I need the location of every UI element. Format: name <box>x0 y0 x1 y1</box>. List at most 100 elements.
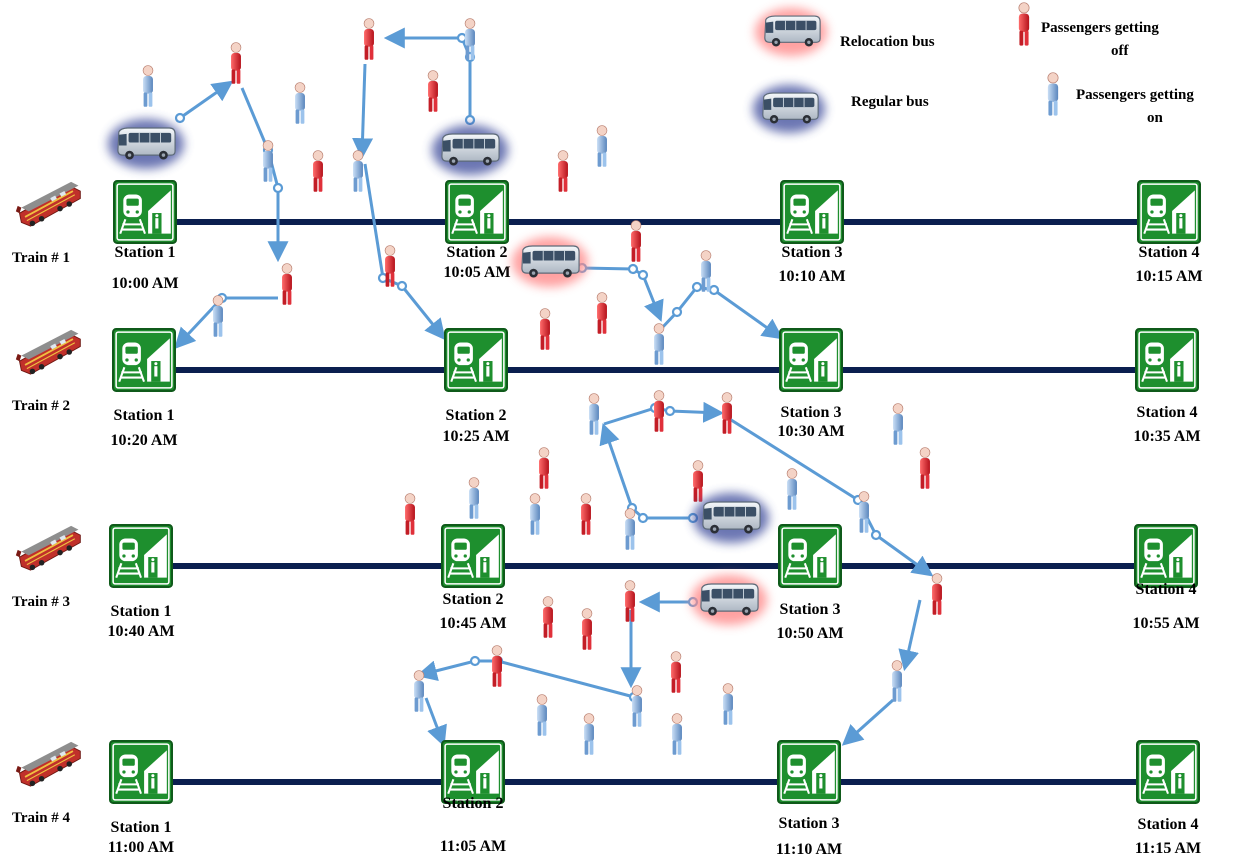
passenger-getting-on-icon <box>262 139 274 183</box>
station-name: Station 4 <box>1139 244 1200 261</box>
station-time: 10:50 AM <box>776 625 843 642</box>
legend-passenger-on-icon <box>1047 72 1059 117</box>
station-sign-icon <box>1134 524 1198 588</box>
station-sign-icon <box>1137 180 1201 244</box>
station-name: Station 1 <box>111 603 172 620</box>
passenger-getting-off-icon <box>363 17 375 61</box>
passenger-getting-on-icon <box>624 507 636 551</box>
train-3-station-4: Station 410:55 AM <box>1132 524 1200 632</box>
station-sign-icon <box>1136 740 1200 804</box>
bus-stop-marker <box>691 281 703 293</box>
relocation-bus-icon <box>512 237 588 287</box>
station-time: 11:15 AM <box>1135 840 1201 857</box>
legend-relocation-bus-label: Relocation bus <box>840 34 935 50</box>
train-3-station-2: Station 210:45 AM <box>439 524 507 632</box>
passenger-getting-off-icon <box>692 459 704 503</box>
regular-bus-icon <box>108 119 184 169</box>
station-time: 10:45 AM <box>439 615 506 632</box>
train-2-station-1: Station 110:20 AM <box>110 328 178 449</box>
legend-getting-on-line1: Passengers getting <box>1076 87 1194 103</box>
passenger-getting-off-icon <box>491 644 503 688</box>
train-4-station-4: Station 411:15 AM <box>1135 740 1201 857</box>
station-sign-icon <box>441 740 505 804</box>
passenger-getting-on-icon <box>468 476 480 520</box>
passenger-getting-on-icon <box>653 322 665 366</box>
bus-route-3 <box>174 292 278 350</box>
station-time: 10:25 AM <box>442 428 509 445</box>
passenger-getting-off-icon <box>653 389 665 433</box>
passenger-getting-on-icon <box>413 669 425 713</box>
station-name: Station 3 <box>779 815 840 832</box>
passenger-getting-off-icon <box>230 41 242 85</box>
passenger-getting-on-icon <box>352 149 364 193</box>
bus-route-1 <box>179 80 234 120</box>
passenger-getting-off-icon <box>281 262 293 306</box>
passenger-getting-on-icon <box>536 693 548 737</box>
passenger-getting-on-icon <box>294 81 306 125</box>
passenger-getting-on-icon <box>588 392 600 436</box>
legend-passenger-off-icon <box>1018 2 1030 47</box>
tracks-layer <box>171 219 1139 785</box>
train-4-locomotive-icon <box>14 740 82 788</box>
train-3-station-1: Station 1 10:40 AM <box>107 524 175 640</box>
station-name: Station 2 <box>443 795 504 812</box>
passenger-getting-off-icon <box>539 307 551 351</box>
bus-stop-marker <box>671 306 683 318</box>
regular-bus-icon <box>693 493 769 543</box>
train-4-label: Train # 4 <box>12 810 71 826</box>
passenger-getting-on-icon <box>786 467 798 511</box>
station-name: Station 3 <box>780 601 841 618</box>
passenger-getting-off-icon <box>557 149 569 193</box>
bus-route-16 <box>415 655 635 699</box>
station-name: Station 1 <box>111 819 172 836</box>
station-time: 10:40 AM <box>107 623 174 640</box>
bus-stop-marker <box>664 405 676 417</box>
station-time: 10:00 AM <box>111 275 178 292</box>
bus-stop-marker <box>637 512 649 524</box>
station-sign-icon <box>778 524 842 588</box>
legend: Relocation bus Regular bus Passengers ge… <box>753 2 1194 133</box>
station-sign-icon <box>1135 328 1199 392</box>
station-sign-icon <box>441 524 505 588</box>
train-1-station-3: Station 3 10:10 AM <box>778 180 846 285</box>
passenger-getting-off-icon <box>404 492 416 536</box>
station-name: Station 3 <box>782 244 843 261</box>
passenger-getting-on-icon <box>529 492 541 536</box>
bus-stop-marker <box>637 269 649 281</box>
train-2-locomotive-icon <box>14 328 82 376</box>
station-name: Station 4 <box>1137 404 1198 421</box>
passenger-getting-off-icon <box>542 595 554 639</box>
passenger-getting-on-icon <box>596 124 608 168</box>
station-sign-icon <box>112 328 176 392</box>
passenger-getting-off-icon <box>581 607 593 651</box>
train-1-station-4: Station 4 10:15 AM <box>1135 180 1203 285</box>
station-sign-icon <box>109 740 173 804</box>
bus-stop-marker <box>174 112 186 124</box>
regular-bus-icon <box>432 125 508 175</box>
bus-route-12 <box>898 599 922 672</box>
bus-route-2 <box>240 87 289 263</box>
station-name: Station 4 <box>1136 581 1197 598</box>
bus-stop-marker <box>464 114 476 126</box>
train-4-station-3: Station 311:10 AM <box>776 740 842 858</box>
station-name: Station 3 <box>781 404 842 421</box>
station-time: 10:15 AM <box>1135 268 1202 285</box>
station-name: Station 1 <box>115 244 176 261</box>
bus-route-7 <box>581 263 664 322</box>
relocation-bus-icon <box>691 575 767 625</box>
train-3-locomotive-icon <box>14 524 82 572</box>
bus-route-8 <box>658 281 784 340</box>
bus-route-5 <box>363 163 446 341</box>
legend-getting-off-line1: Passengers getting <box>1041 20 1159 36</box>
passenger-getting-on-icon <box>891 659 903 703</box>
train-2-station-2: Station 210:25 AM <box>442 328 510 445</box>
bus-route-13 <box>841 698 895 746</box>
station-time: 10:35 AM <box>1133 428 1200 445</box>
station-time: 10:10 AM <box>778 268 845 285</box>
passenger-getting-on-icon <box>858 490 870 534</box>
station-time: 10:30 AM <box>777 423 844 440</box>
legend-regular-bus-label: Regular bus <box>851 94 929 110</box>
